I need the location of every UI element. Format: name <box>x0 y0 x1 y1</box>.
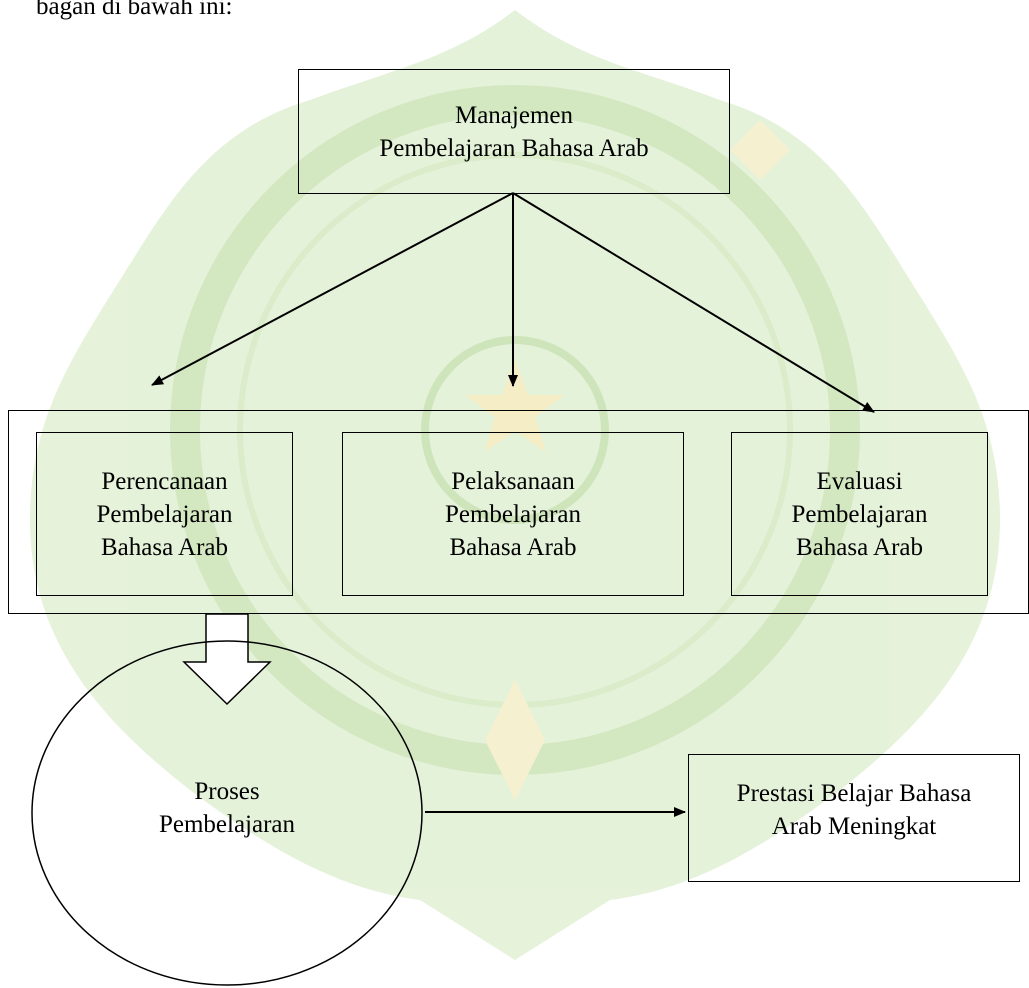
arrow-root-to-planning <box>151 192 514 386</box>
planning-node-label: Perencanaan Pembelajaran Bahasa Arab <box>96 467 233 561</box>
block-arrow-to-process <box>182 613 272 706</box>
implementation-node-box: Pelaksanaan Pembelajaran Bahasa Arab <box>342 432 684 596</box>
planning-node-box: Perencanaan Pembelajaran Bahasa Arab <box>36 432 293 596</box>
outcome-node-box: Prestasi Belajar Bahasa Arab Meningkat <box>688 754 1020 882</box>
process-node: Proses Pembelajaran <box>110 768 344 848</box>
outcome-node-label: Prestasi Belajar Bahasa Arab Meningkat <box>736 780 972 840</box>
process-ellipse <box>31 640 423 986</box>
root-node-box: Manajemen Pembelajaran Bahasa Arab <box>298 69 730 194</box>
process-node-label: Proses Pembelajaran <box>158 778 296 838</box>
evaluation-node-label: Evaluasi Pembelajaran Bahasa Arab <box>791 467 928 561</box>
intro-text: bagan di bawah ini: <box>36 0 233 20</box>
implementation-node-label: Pelaksanaan Pembelajaran Bahasa Arab <box>444 467 582 561</box>
watermark-emblem <box>30 10 1000 960</box>
root-node-label: Manajemen Pembelajaran Bahasa Arab <box>379 101 649 162</box>
evaluation-node-box: Evaluasi Pembelajaran Bahasa Arab <box>731 432 988 596</box>
arrow-root-to-evaluation <box>512 192 875 413</box>
